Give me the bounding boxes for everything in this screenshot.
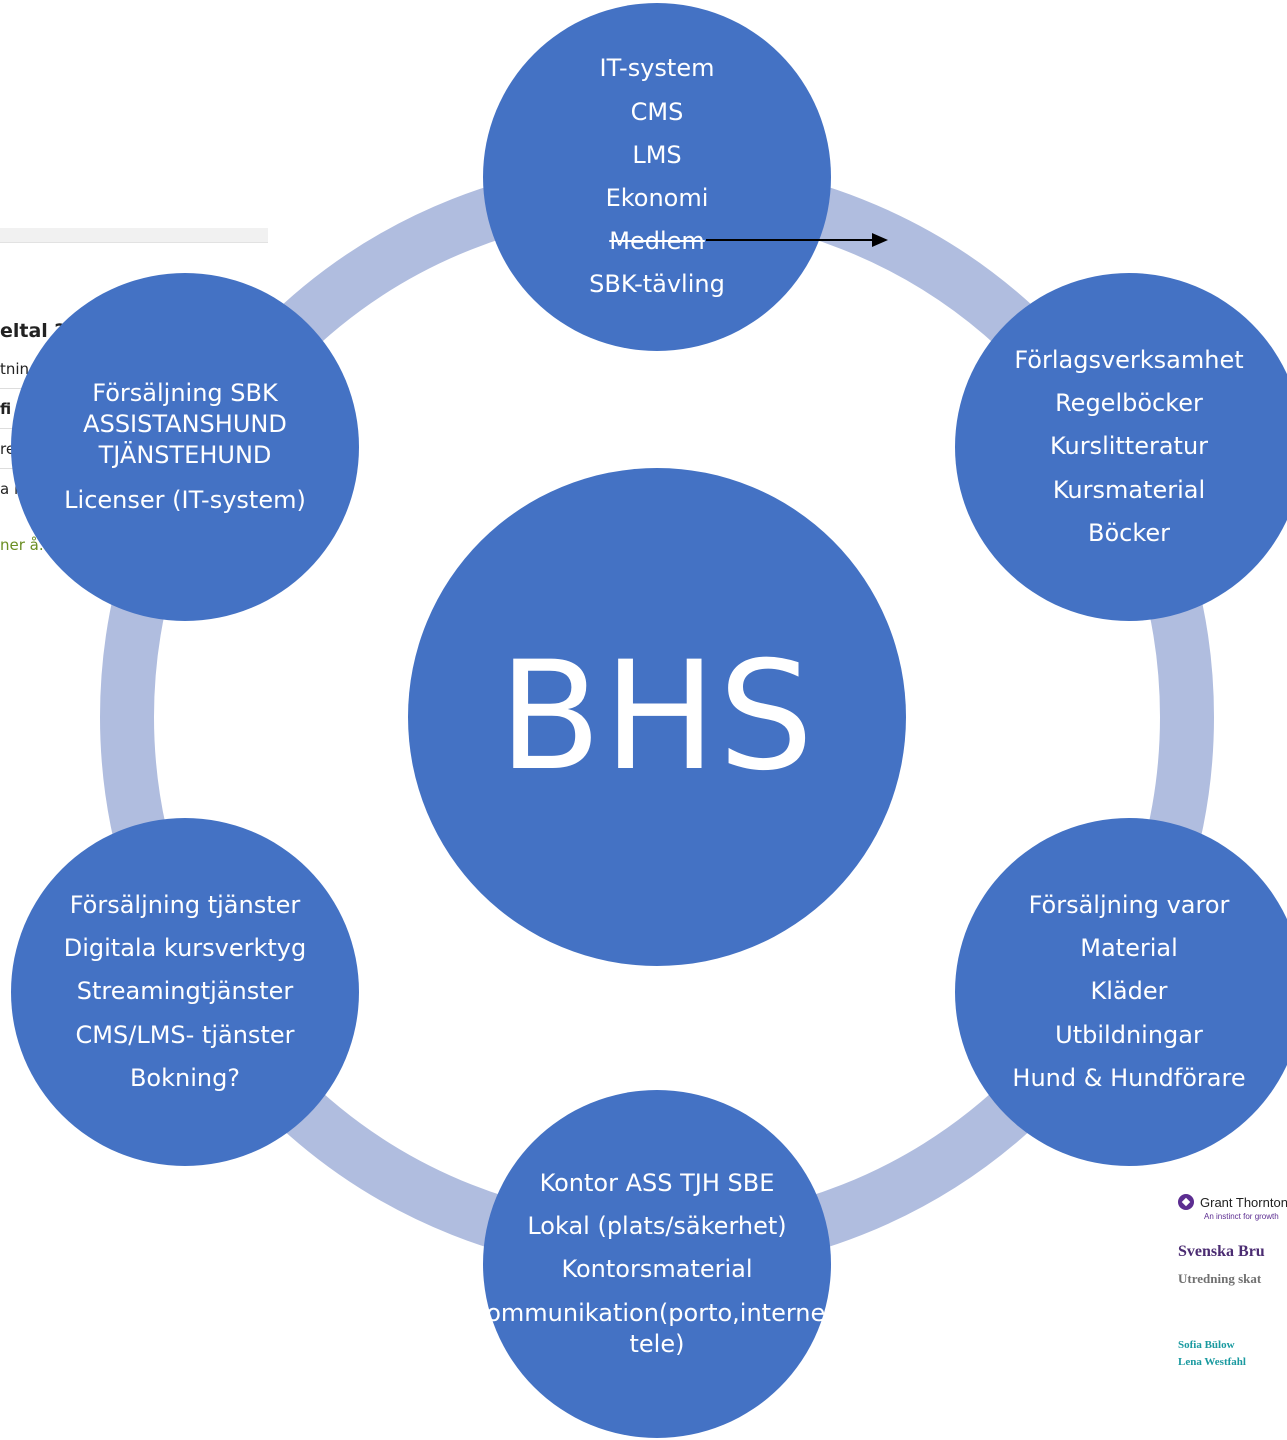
center-node: BHS xyxy=(408,468,906,966)
node-forsaljning-tjanster: Försäljning tjänster Digitala kursverkty… xyxy=(11,818,359,1166)
node-item: Lokal (plats/säkerhet) xyxy=(527,1212,787,1241)
node-item: Streamingtjänster xyxy=(76,977,294,1006)
node-item-struck: Medlem xyxy=(609,227,705,256)
node-item: Kontorsmaterial xyxy=(561,1255,753,1284)
grant-thornton-logo: Grant Thornton xyxy=(1178,1194,1287,1210)
report-title: Svenska Bru xyxy=(1178,1243,1265,1260)
node-item: Material xyxy=(1080,934,1178,963)
arrow-head-icon xyxy=(872,233,888,247)
node-item: Regelböcker xyxy=(1055,389,1203,418)
node-item: Hund & Hundförare xyxy=(1012,1063,1246,1092)
fragment-line-3: fi xyxy=(0,400,12,418)
fragment-line-2: tnin xyxy=(0,360,30,378)
node-item: Kläder xyxy=(1090,977,1168,1006)
node-item: CMS xyxy=(630,97,684,126)
node-item: Försäljning tjänster xyxy=(69,891,301,920)
node-forsaljning-varor: Försäljning varor Material Kläder Utbild… xyxy=(955,818,1287,1166)
background-document-fragment: eltal ? tnin fi re a i ner å. xyxy=(0,228,268,558)
fragment-line-6: ner å. xyxy=(0,536,44,554)
node-item: Försäljning varor xyxy=(1028,891,1230,920)
node-forsaljning-sbk: Försäljning SBK ASSISTANSHUND TJÄNSTEHUN… xyxy=(11,273,359,621)
grant-thornton-logo-text: Grant Thornton xyxy=(1200,1194,1287,1210)
node-item: IT-system xyxy=(599,54,715,83)
fragment-toolbar xyxy=(0,228,268,243)
author-name: Lena Westfahl xyxy=(1178,1356,1246,1369)
node-item: Licenser (IT-system) xyxy=(64,486,306,515)
node-item: Kursmaterial xyxy=(1052,475,1206,504)
node-forlagsverksamhet: Förlagsverksamhet Regelböcker Kurslitter… xyxy=(955,273,1287,621)
node-item: Bokning? xyxy=(129,1063,241,1092)
node-item: Böcker xyxy=(1087,518,1171,547)
node-item: Digitala kursverktyg xyxy=(63,934,307,963)
node-item: LMS xyxy=(632,140,682,169)
center-label: BHS xyxy=(498,629,816,804)
node-item: Kurslitteratur xyxy=(1049,432,1209,461)
node-item: CMS/LMS- tjänster xyxy=(75,1020,295,1049)
grant-thornton-fragment: Grant Thornton An instinct for growth Sv… xyxy=(1178,1194,1287,1371)
report-subtitle: Utredning skat xyxy=(1178,1271,1262,1286)
node-item: Kontor ASS TJH SBE xyxy=(539,1169,775,1198)
node-item: Utbildningar xyxy=(1055,1020,1203,1049)
node-item: SBK-tävling xyxy=(589,270,725,299)
node-item: Förlagsverksamhet xyxy=(1014,346,1244,375)
node-kontor: Kontor ASS TJH SBE Lokal (plats/säkerhet… xyxy=(472,1090,842,1438)
author-name: Sofia Bülow xyxy=(1178,1339,1235,1351)
node-item: Ekonomi xyxy=(605,184,709,212)
grant-thornton-logo-icon xyxy=(1178,1194,1194,1210)
node-it-system: IT-system CMS LMS Ekonomi Medlem SBK-täv… xyxy=(483,3,831,351)
node-item: Kommunikation(porto,internet, tele) xyxy=(471,1298,843,1358)
author-list: Sofia Bülow Lena Westfahl xyxy=(1178,1337,1287,1371)
fragment-line-5: a i xyxy=(0,480,19,498)
grant-thornton-tagline: An instinct for growth xyxy=(1204,1212,1279,1221)
node-item: Försäljning SBK ASSISTANSHUND TJÄNSTEHUN… xyxy=(83,378,287,469)
